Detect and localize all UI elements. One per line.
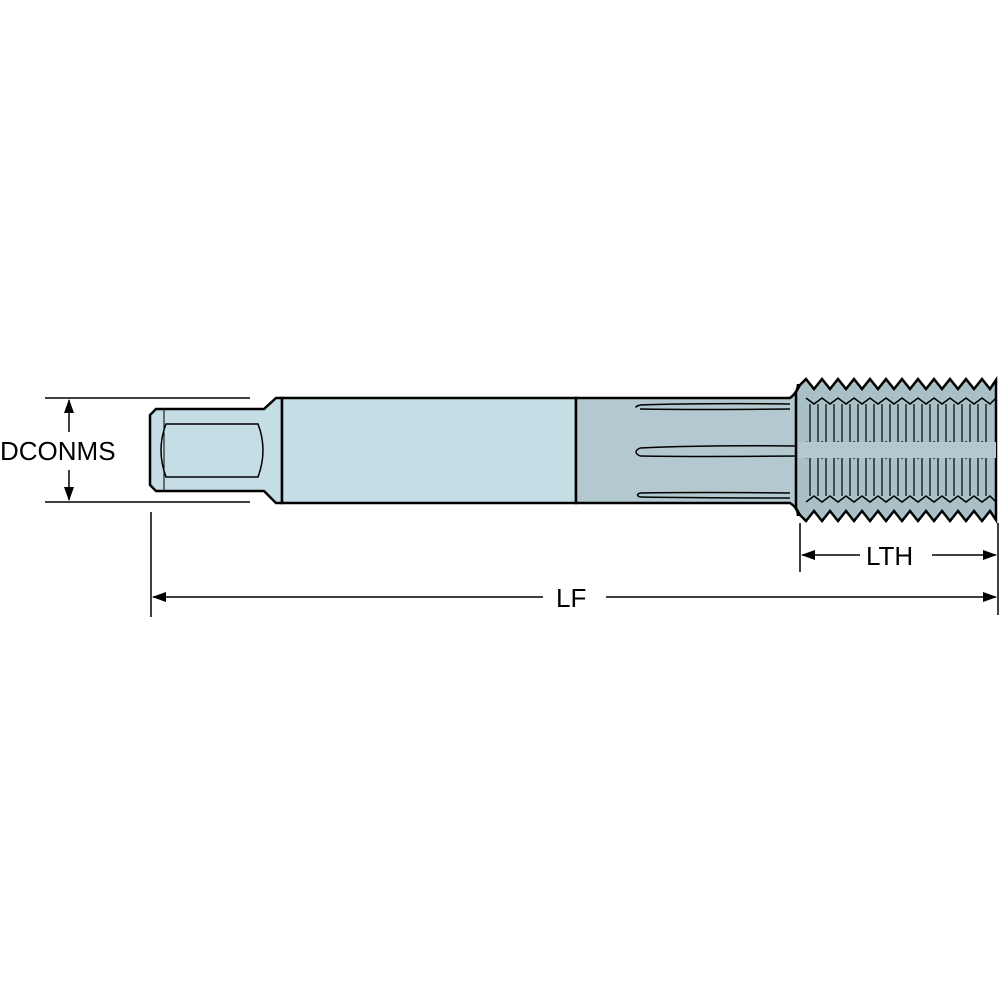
- lf-label: LF: [556, 583, 586, 613]
- main-shank: [280, 396, 578, 505]
- square-drive-end: [148, 396, 284, 505]
- lf-dimension: LF: [150, 512, 997, 617]
- lth-label: LTH: [866, 541, 913, 571]
- dconms-dimension: DCONMS: [0, 397, 250, 503]
- dconms-label: DCONMS: [0, 436, 116, 466]
- lth-dimension: LTH: [799, 523, 999, 615]
- flute-section: [574, 383, 800, 517]
- tap-body: [148, 375, 998, 525]
